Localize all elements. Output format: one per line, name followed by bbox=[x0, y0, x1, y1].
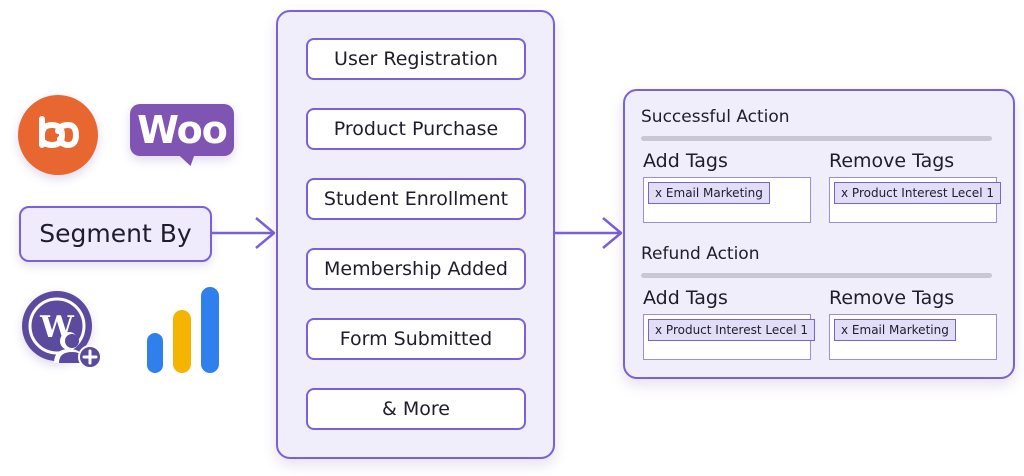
event-and-more[interactable]: & More bbox=[306, 388, 526, 430]
arrow-right-icon bbox=[212, 217, 276, 249]
successful-action-title: Successful Action bbox=[641, 107, 790, 127]
refund-remove-tags-label: Remove Tags bbox=[829, 287, 955, 309]
successful-remove-tags-label: Remove Tags bbox=[829, 150, 955, 172]
event-membership-added[interactable]: Membership Added bbox=[306, 248, 526, 290]
tag-chip[interactable]: x Product Interest Lecel 1 bbox=[834, 182, 1001, 204]
refund-add-tags-label: Add Tags bbox=[643, 287, 728, 309]
tag-chip[interactable]: x Email Marketing bbox=[834, 319, 956, 341]
successful-add-tags-label: Add Tags bbox=[643, 150, 728, 172]
arrow-right-icon bbox=[555, 217, 623, 249]
woocommerce-logo-icon: Woo bbox=[130, 104, 234, 156]
successful-add-tags-field[interactable]: x Email Marketing bbox=[643, 177, 811, 223]
woo-wordmark: Woo bbox=[137, 108, 228, 152]
successful-divider bbox=[641, 136, 992, 141]
buddyboss-logo-icon bbox=[18, 95, 98, 175]
tag-chip[interactable]: x Product Interest Lecel 1 bbox=[648, 319, 815, 341]
refund-add-tags-field[interactable]: x Product Interest Lecel 1 bbox=[643, 314, 815, 360]
refund-remove-tags-field[interactable]: x Email Marketing bbox=[829, 314, 997, 360]
wordpress-user-add-icon: W bbox=[22, 291, 102, 369]
event-form-submitted[interactable]: Form Submitted bbox=[306, 318, 526, 360]
successful-remove-tags-field[interactable]: x Product Interest Lecel 1 bbox=[829, 177, 1001, 223]
refund-action-title: Refund Action bbox=[641, 244, 760, 264]
event-product-purchase[interactable]: Product Purchase bbox=[306, 108, 526, 150]
tag-chip[interactable]: x Email Marketing bbox=[648, 182, 770, 204]
refund-divider bbox=[641, 273, 992, 278]
segment-by-label: Segment By bbox=[39, 219, 192, 248]
events-panel bbox=[276, 10, 555, 459]
event-student-enrollment[interactable]: Student Enrollment bbox=[306, 178, 526, 220]
event-user-registration[interactable]: User Registration bbox=[306, 38, 526, 80]
segment-by-box: Segment By bbox=[19, 206, 212, 262]
analytics-bars-icon bbox=[145, 285, 225, 375]
